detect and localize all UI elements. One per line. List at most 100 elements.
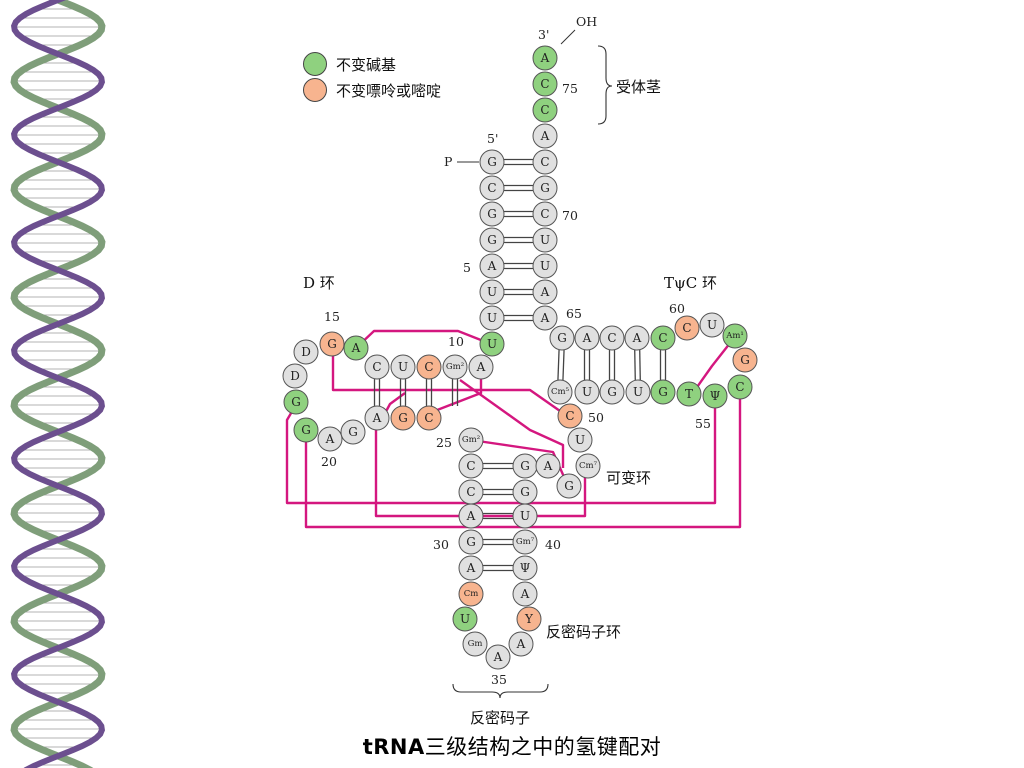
nucleotide-circle — [732, 347, 758, 373]
nucleotide-label: A — [543, 459, 553, 473]
nucleotide-label: Ψ — [520, 561, 531, 575]
nucleotide-n76: A — [532, 45, 558, 71]
nucleotide-label: G — [564, 479, 574, 493]
nucleotide-circle — [567, 427, 593, 453]
nucleotide-label: G — [520, 459, 530, 473]
nucleotide-label: Cm⁵ — [551, 387, 570, 397]
nucleotide-circle — [512, 581, 538, 607]
nucleotide-circle — [702, 383, 728, 409]
legend-swatch-invariant — [303, 52, 327, 76]
nucleotide-label: G — [398, 411, 408, 425]
nucleotide-label: U — [575, 433, 585, 447]
legend-label-invariant: 不变碱基 — [336, 56, 396, 74]
nucleotide-circle — [458, 581, 484, 607]
nucleotide-label: U — [398, 360, 408, 374]
nucleotide-label: Gm⁷ — [516, 537, 535, 547]
num-65: 65 — [566, 306, 582, 321]
nucleotide-circle — [458, 453, 484, 479]
nucleotide-circle — [575, 453, 601, 479]
nucleotide-label: U — [487, 337, 497, 351]
nucleotide-n15: G — [319, 331, 345, 357]
nucleotide-label: G — [487, 233, 497, 247]
nucleotide-n9: A — [468, 354, 494, 380]
num-10: 10 — [448, 334, 464, 349]
nucleotide-circle — [479, 279, 505, 305]
d-loop-label: D 环 — [303, 274, 335, 292]
nucleotide-label: C — [466, 459, 475, 473]
dna-helix-decoration — [10, 0, 106, 768]
nucleotide-circle — [479, 175, 505, 201]
nucleotide-circle — [574, 379, 600, 405]
nucleotide-circle — [512, 479, 538, 505]
nucleotide-circle — [699, 312, 725, 338]
nucleotide-n29: A — [458, 503, 484, 529]
nucleotide-circle — [532, 123, 558, 149]
nucleotide-label: Ψ — [710, 389, 721, 403]
nucleotide-n57: G — [732, 347, 758, 373]
nucleotide-label: C — [607, 331, 616, 345]
nucleotide-circle — [532, 97, 558, 123]
nucleotide-circle — [390, 405, 416, 431]
anticodon-brace — [452, 683, 549, 699]
base-pair-lines — [373, 158, 667, 572]
nucleotide-circle — [442, 354, 468, 380]
acceptor-brace — [597, 45, 613, 125]
bond-gm-c48 — [459, 379, 565, 468]
nucleotide-circle — [722, 323, 748, 349]
nucleotide-circle — [479, 201, 505, 227]
nucleotide-n43: G — [512, 453, 538, 479]
five-prime-label: 5' — [487, 131, 498, 146]
nucleotide-n50: U — [574, 379, 600, 405]
nucleotide-n35: A — [485, 644, 511, 670]
nucleotide-n73: A — [532, 123, 558, 149]
nucleotide-circle — [364, 354, 390, 380]
nucleotide-n60: C — [674, 315, 700, 341]
nucleotide-label: C — [658, 331, 667, 345]
nucleotide-circle — [479, 227, 505, 253]
nucleotide-n58: Am¹ — [722, 323, 748, 349]
nucleotide-circle — [468, 354, 494, 380]
nucleotide-label: G — [540, 181, 550, 195]
nucleotide-label: Cm⁷ — [579, 461, 598, 471]
nucleotide-n53: G — [650, 379, 676, 405]
nucleotide-circle — [458, 503, 484, 529]
nucleotide-label: A — [540, 311, 550, 325]
nucleotide-label: A — [516, 637, 526, 651]
nucleotide-label: U — [540, 233, 550, 247]
nucleotide-label: G — [557, 331, 567, 345]
nucleotide-circle — [599, 325, 625, 351]
nucleotide-label: C — [540, 77, 549, 91]
nucleotide-circle — [557, 403, 583, 429]
nucleotide-label: G — [487, 155, 497, 169]
tpsic-loop-label: TψC 环 — [664, 274, 717, 292]
bond-g18-psi55 — [285, 396, 717, 505]
nucleotide-label: A — [466, 561, 476, 575]
nucleotide-label: C — [540, 103, 549, 117]
nucleotide-circle — [625, 379, 651, 405]
nucleotide-circle — [479, 305, 505, 331]
nucleotide-label: U — [487, 285, 497, 299]
nucleotide-n32: Cm — [458, 581, 484, 607]
nucleotide-n10: Gm² — [442, 354, 468, 380]
nucleotide-label: C — [424, 411, 433, 425]
nucleotide-n36: A — [508, 631, 534, 657]
nucleotide-label: A — [540, 51, 550, 65]
nucleotide-circle — [317, 426, 343, 452]
nucleotide-circle — [674, 315, 700, 341]
nucleotide-circle — [532, 201, 558, 227]
nucleotide-n6: U — [479, 279, 505, 305]
nucleotide-n13: C — [364, 354, 390, 380]
nucleotide-label: A — [582, 331, 592, 345]
nucleotide-label: G — [291, 395, 301, 409]
nucleotide-label: C — [565, 409, 574, 423]
nucleotide-label: A — [540, 285, 550, 299]
nucleotide-label: Gm — [468, 639, 483, 649]
nucleotide-label: A — [372, 411, 382, 425]
num-20: 20 — [321, 454, 337, 469]
nucleotide-label: U — [633, 385, 643, 399]
helix-strand-2 — [11, 0, 105, 768]
nucleotide-n61: C — [650, 325, 676, 351]
nucleotide-circle — [532, 279, 558, 305]
nucleotide-label: G — [607, 385, 617, 399]
